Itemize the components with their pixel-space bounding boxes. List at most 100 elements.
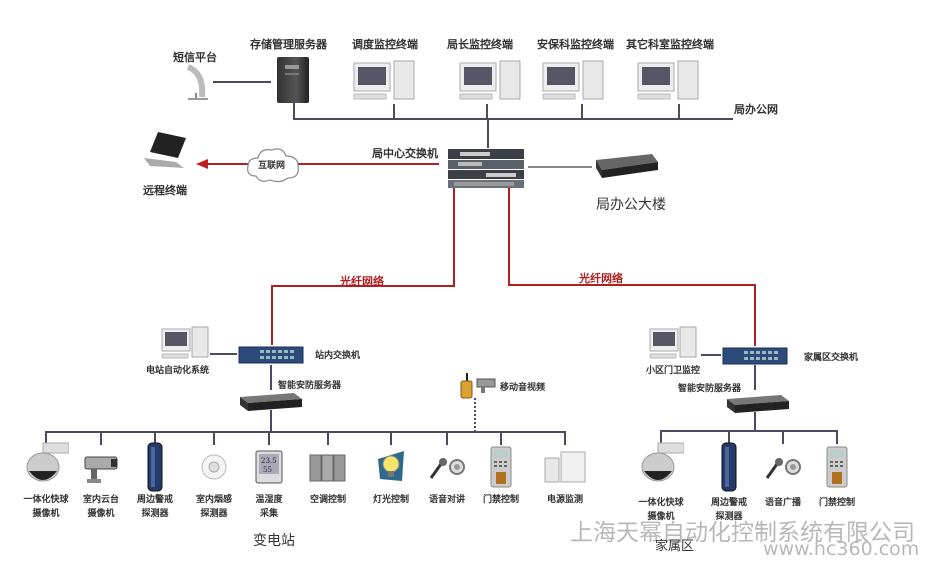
substation-switch-label: 站内交换机 xyxy=(315,351,361,361)
device-label-line2: 摄像机 xyxy=(87,509,115,519)
terminal-label-dispatch: 调度监控终端 xyxy=(352,38,418,51)
residential-server-label: 智能安防服务器 xyxy=(678,384,742,394)
device-label-line2: 摄像机 xyxy=(32,509,60,519)
substation-title: 变电站 xyxy=(253,533,295,549)
storage-server-drop xyxy=(293,103,295,119)
terminal-4-drop xyxy=(678,104,680,119)
substation-device-label: 周边警戒探测器 xyxy=(119,493,191,521)
res-server-to-bus-link xyxy=(754,412,756,430)
fiber-right-drop xyxy=(754,284,756,346)
terminal-2-drop xyxy=(486,104,488,119)
fiber-right-vertical xyxy=(508,188,510,284)
terminal-label-director: 局长监控终端 xyxy=(447,38,513,51)
network-switch-icon xyxy=(238,345,304,365)
substation-device-bus xyxy=(45,431,565,433)
light-bulb-icon xyxy=(368,440,414,494)
fiber-network-label-right: 光纤网络 xyxy=(579,272,623,285)
device-label-line1: 门禁控制 xyxy=(818,498,855,508)
device-label-line1: 电源监测 xyxy=(546,495,583,505)
terminal-1-drop xyxy=(393,104,395,119)
fiber-left-vertical xyxy=(453,188,455,285)
device-label-line2: 探测器 xyxy=(715,512,743,522)
office-building-label: 局办公大楼 xyxy=(596,197,666,213)
desktop-computer-icon xyxy=(648,325,698,361)
residential-title: 家属区 xyxy=(655,539,695,554)
substation-device-label: 门禁控制 xyxy=(465,493,537,507)
rack-server-icon xyxy=(594,152,660,178)
ups-power-icon xyxy=(542,440,588,494)
mobile-av-wireless-link xyxy=(474,398,476,432)
gate-to-switch-link xyxy=(701,354,721,356)
residential-device-label: 一体化快球摄像机 xyxy=(625,496,697,524)
substation-device-label: 灯光控制 xyxy=(355,493,427,507)
dome-camera-icon xyxy=(638,440,684,494)
residential-device-drop xyxy=(728,430,730,444)
desktop-computer-icon xyxy=(636,59,702,103)
satellite-dish-icon xyxy=(182,63,218,101)
tower-server-icon xyxy=(277,57,309,103)
ptz-camera-icon xyxy=(475,377,497,395)
internet-to-remote-link xyxy=(206,163,248,165)
office-network-label: 局办公网 xyxy=(734,103,778,116)
device-label-line2: 摄像机 xyxy=(647,512,675,522)
fiber-left-horizontal xyxy=(271,285,455,287)
automation-system-label: 电站自动化系统 xyxy=(146,366,210,376)
residential-switch-label: 家属区交换机 xyxy=(804,353,859,363)
device-label-line1: 室内烟感 xyxy=(195,495,232,505)
remote-terminal-label: 远程终端 xyxy=(143,184,187,197)
fiber-left-drop xyxy=(271,285,273,345)
sms-platform-label: 短信平台 xyxy=(173,51,217,64)
desktop-computer-icon xyxy=(352,59,418,103)
security-server-icon xyxy=(725,393,791,415)
arrow-left-icon xyxy=(196,159,208,169)
device-label-line1: 温湿度 xyxy=(255,495,283,505)
substation-device-drop xyxy=(154,431,156,445)
network-switch-icon xyxy=(722,346,788,366)
residential-device-drop xyxy=(836,430,838,444)
smoke-detector-icon xyxy=(191,440,237,494)
microphone-speaker-icon xyxy=(760,440,806,494)
gate-monitor-label: 小区门卫监控 xyxy=(646,366,701,376)
device-label-line2: 探测器 xyxy=(141,509,169,519)
air-conditioner-icon xyxy=(305,440,351,494)
residential-device-bus xyxy=(660,430,836,432)
res-switch-to-server-link xyxy=(754,365,756,390)
security-server-icon xyxy=(238,391,304,413)
device-label-line1: 空调控制 xyxy=(309,495,346,505)
bus-to-core-switch xyxy=(487,118,489,148)
substation-device-drop xyxy=(45,431,47,445)
device-label-line1: 门禁控制 xyxy=(482,495,519,505)
core-switch-label: 局中心交换机 xyxy=(372,147,438,160)
residential-device-label: 门禁控制 xyxy=(801,496,873,510)
substation-device-label: 温湿度采集 xyxy=(233,493,305,521)
walkie-talkie-icon xyxy=(459,373,473,399)
perimeter-detector-icon xyxy=(706,440,752,494)
desktop-computer-icon xyxy=(458,59,524,103)
sms-to-storage-link xyxy=(213,81,271,83)
substation-device-drop xyxy=(100,431,102,445)
svg-text:23.5: 23.5 xyxy=(261,457,277,465)
watermark-company: 上海天幂自动化控制系统有限公司 xyxy=(570,520,915,546)
storage-server-label: 存储管理服务器 xyxy=(250,38,327,51)
device-label-line1: 灯光控制 xyxy=(372,495,409,505)
internet-label: 互联网 xyxy=(258,161,286,171)
substation-server-label: 智能安防服务器 xyxy=(278,381,342,391)
core-switch-icon xyxy=(446,147,526,189)
access-control-icon xyxy=(814,440,860,494)
access-control-icon xyxy=(478,440,524,494)
office-lan-bus xyxy=(293,118,733,120)
dome-camera-icon xyxy=(23,440,69,494)
terminal-label-other: 其它科室监控终端 xyxy=(626,38,714,51)
substation-device-label: 一体化快球摄像机 xyxy=(10,493,82,521)
device-label-line1: 室内云台 xyxy=(82,495,119,505)
device-label-line1: 一体化快球 xyxy=(23,495,69,505)
substation-device-drop xyxy=(564,431,566,445)
device-label-line2: 探测器 xyxy=(200,509,228,519)
substation-device-label: 语音对讲 xyxy=(411,493,483,507)
substation-device-label: 电源监测 xyxy=(529,493,601,507)
substation-device-drop xyxy=(213,431,215,445)
automation-to-switch-link xyxy=(210,353,237,355)
substation-device-label: 室内云台摄像机 xyxy=(65,493,137,521)
cloud-icon xyxy=(244,146,302,184)
